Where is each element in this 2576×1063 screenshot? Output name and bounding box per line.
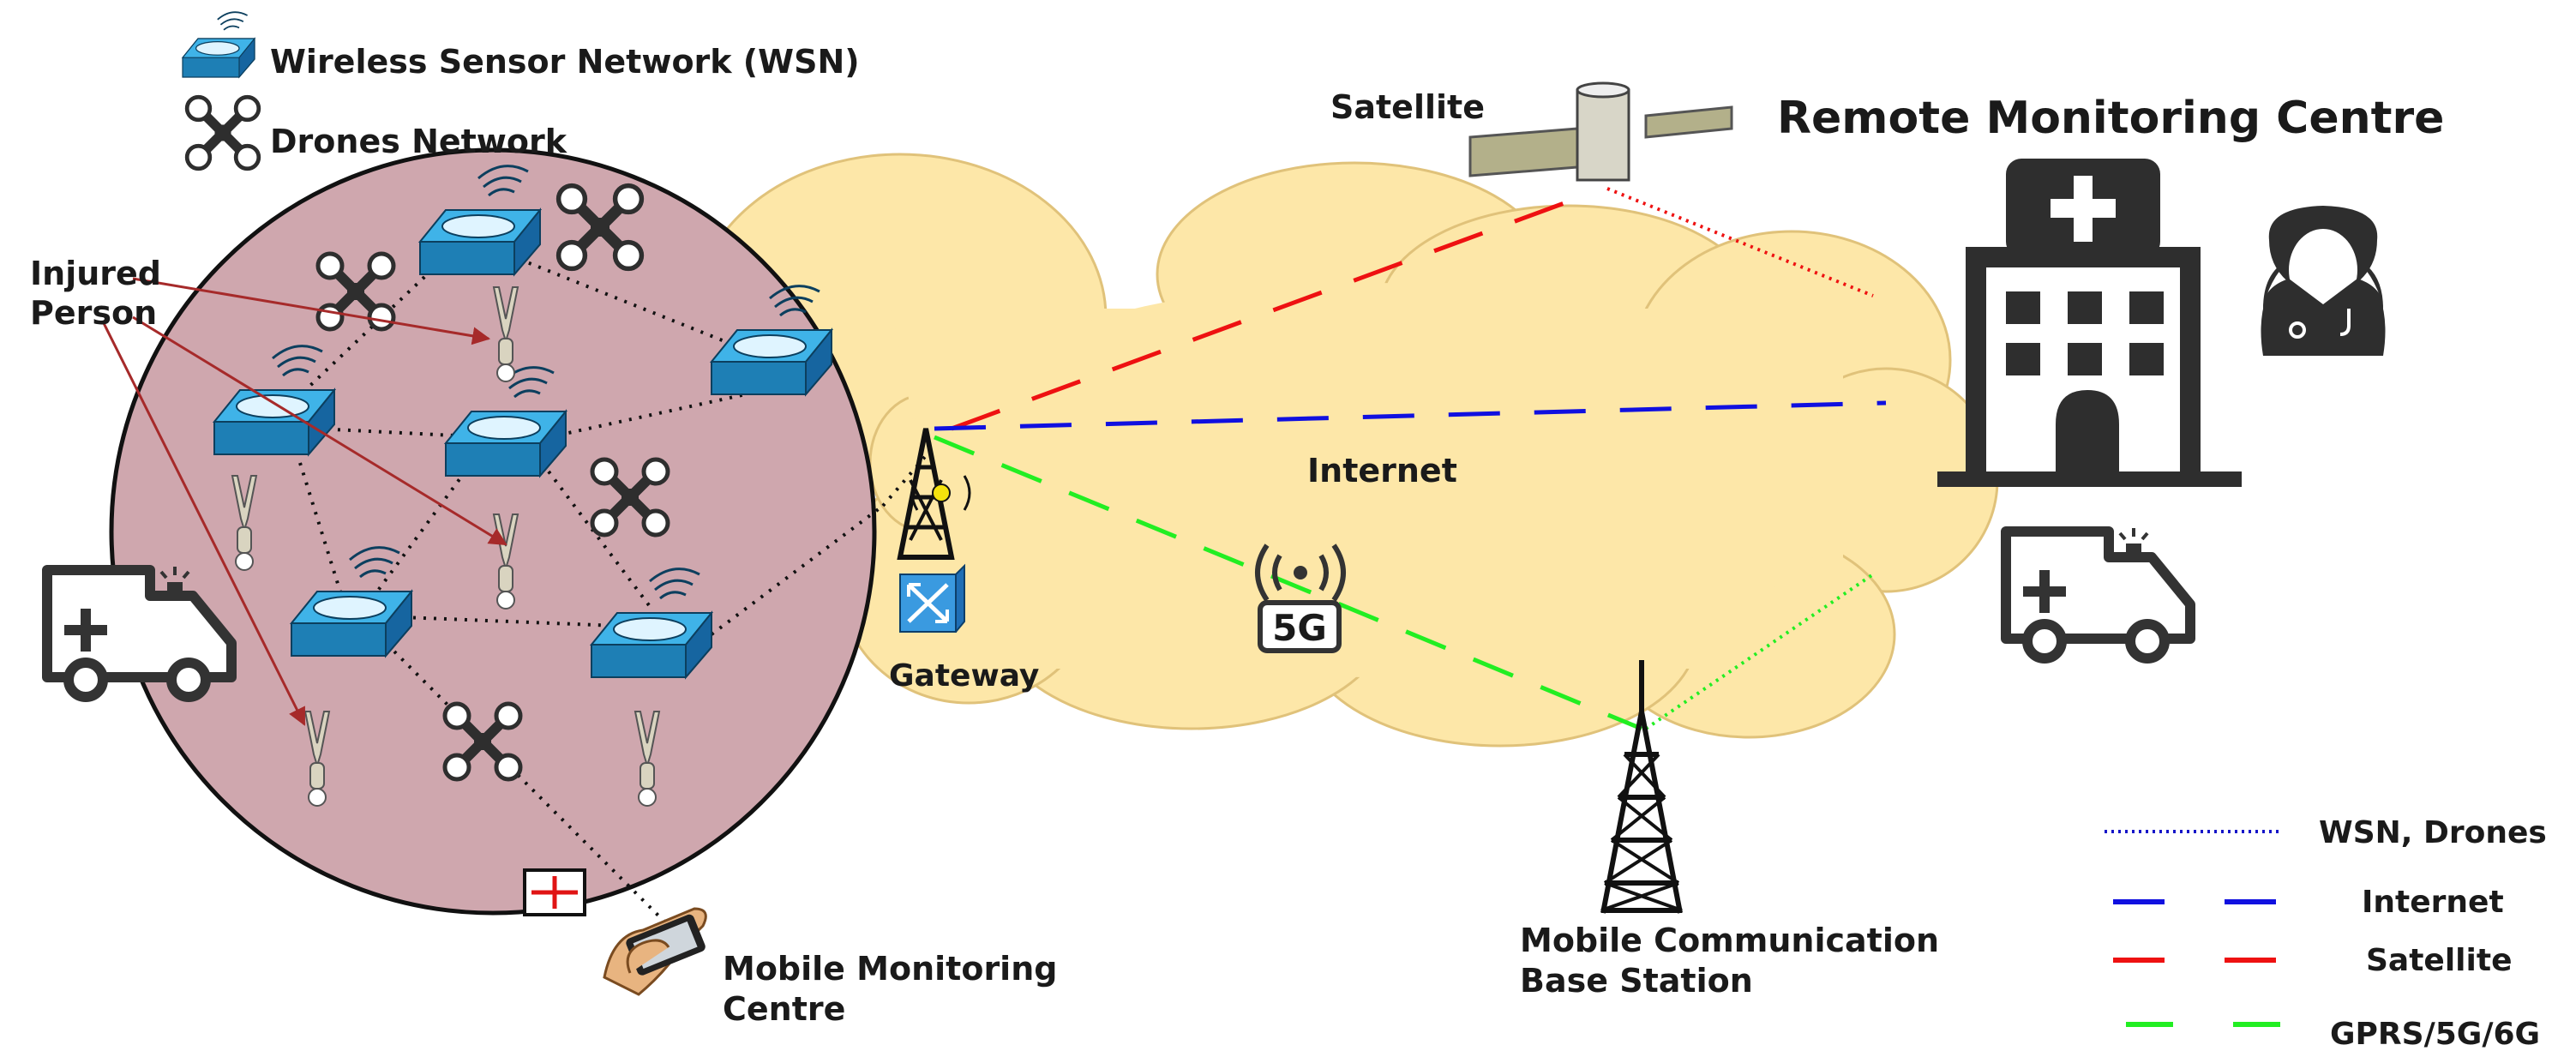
legend-label-satellite: Satellite [2366, 943, 2513, 978]
satellite-icon [1468, 81, 1733, 182]
hospital-icon [1937, 159, 2242, 487]
satellite-link [951, 199, 1570, 431]
satellite-downlink [1606, 187, 1874, 297]
gateway-tower-icon [897, 428, 971, 560]
internet-label: Internet [1307, 452, 1457, 489]
legend-drones-label: Drones Network [270, 123, 567, 160]
legend-label-wsn: WSN, Drones [2319, 815, 2547, 850]
first-aid-icon [523, 868, 586, 916]
5g-badge-label: 5G [1272, 607, 1327, 649]
base-station-tower-icon [1600, 660, 1683, 914]
gateway-switch-icon [899, 563, 965, 633]
base-station-label-line2: Base Station [1520, 962, 1753, 1000]
legend-wsn-label: Wireless Sensor Network (WSN) [270, 43, 860, 81]
base-station-label-line1: Mobile Communication [1520, 922, 1939, 959]
injured-person-label-line2: Person [30, 294, 157, 332]
mobile-centre-label-line2: Centre [723, 990, 845, 1028]
doctor-icon [2261, 206, 2386, 356]
gateway-label: Gateway [889, 658, 1039, 694]
injured-person-label-line1: Injured [30, 255, 161, 292]
phone-in-hand-icon [603, 907, 707, 996]
injured-person-arrows [101, 277, 507, 726]
ambulance-icon [2006, 528, 2190, 658]
satellite-label: Satellite [1330, 88, 1485, 126]
link-legend: WSN, Drones Internet Satellite GPRS/5G/6… [2105, 815, 2547, 1052]
5g-signal-icon: 5G [1255, 544, 1346, 653]
internet-cloud [693, 153, 1999, 748]
legend-wsn-icon [182, 11, 255, 78]
legend-label-gprs: GPRS/5G/6G [2330, 1017, 2540, 1052]
legend-label-internet: Internet [2362, 885, 2504, 920]
gprs-link [934, 435, 1642, 731]
internet-link [934, 400, 1887, 431]
mobile-centre-label-line1: Mobile Monitoring [723, 950, 1057, 988]
legend-drone-icon [187, 97, 259, 169]
remote-monitoring-centre-title: Remote Monitoring Centre [1777, 93, 2444, 144]
